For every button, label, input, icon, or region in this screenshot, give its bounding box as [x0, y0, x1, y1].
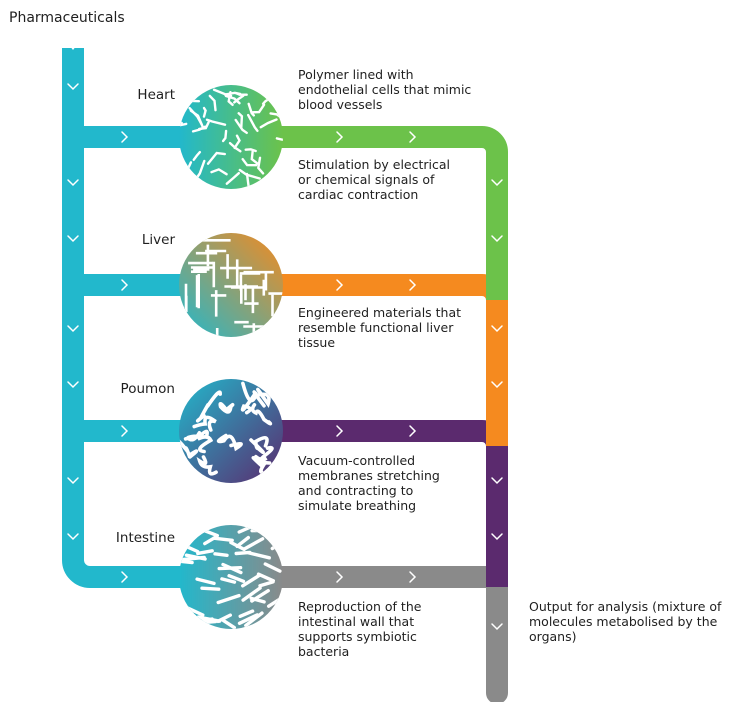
tube-strand [192, 415, 217, 432]
right-chevron [409, 425, 417, 437]
bacteria-rod [216, 593, 241, 605]
bacteria-rod [270, 540, 283, 551]
down-chevron [491, 235, 503, 243]
tube-strand [185, 429, 209, 442]
tube-strand [196, 455, 218, 476]
bacteria-rod [227, 574, 246, 583]
bacteria-rod [212, 536, 234, 542]
tube-strand [218, 402, 235, 414]
down-chevron [491, 477, 503, 485]
down-chevron [67, 381, 79, 389]
bacteria-rod [234, 550, 252, 556]
liver-description: Engineered materials that resemble funct… [298, 305, 462, 350]
tube-strand [216, 433, 243, 452]
bacteria-rod [213, 552, 229, 557]
bacteria-rod [217, 566, 243, 571]
bacteria-rod [240, 573, 262, 588]
down-chevron [491, 623, 503, 631]
down-chevron [491, 533, 503, 541]
down-chevron [67, 83, 79, 91]
bacteria-rod [258, 580, 275, 588]
liver-organ-disc [179, 233, 283, 337]
bacteria-rod [221, 618, 237, 629]
bacteria-rod [237, 613, 259, 625]
down-chevron [67, 533, 79, 541]
right-chevron [121, 571, 129, 583]
bacteria-rod [268, 525, 283, 536]
tube-strand [195, 390, 222, 423]
bacteria-rod [184, 553, 207, 561]
bacteria-rod [200, 586, 221, 591]
right-chevron [409, 131, 417, 143]
right-chevron [336, 425, 344, 437]
bacteria-rod [243, 537, 265, 551]
bacteria-rod [246, 551, 271, 560]
down-chevron [67, 179, 79, 187]
bacteria-rod [238, 609, 255, 618]
bacteria-rod [269, 531, 283, 541]
down-chevron [491, 179, 503, 187]
down-chevron [491, 325, 503, 333]
heart-description-bottom: Stimulation by electrical or chemical si… [298, 157, 451, 202]
down-chevron [67, 477, 79, 485]
intestine-description: Reproduction of the intestinal wall that… [298, 599, 422, 659]
bacteria-rod [241, 586, 262, 602]
tube-strand [250, 403, 273, 426]
bacteria-rod [196, 549, 214, 556]
bacteria-rod [179, 559, 194, 565]
down-chevron [491, 381, 503, 389]
bacteria-rod [263, 562, 282, 573]
tube-strand [254, 445, 274, 463]
diagram-title: Pharmaceuticals [9, 10, 125, 26]
organ-label-liver: Liver [141, 232, 175, 248]
right-chevron [121, 131, 129, 143]
tube-strand [249, 435, 269, 455]
organ-label-lung: Poumon [120, 381, 175, 397]
right-chevron [336, 571, 344, 583]
organ-label-heart: Heart [137, 87, 175, 103]
heart-channel [231, 126, 508, 300]
bacteria-rod [244, 611, 264, 628]
tube-strand [240, 390, 266, 415]
bacteria-rod [235, 535, 251, 548]
right-chevron [336, 131, 344, 143]
right-chevron [121, 425, 129, 437]
tube-strand [251, 456, 272, 474]
down-chevron [67, 325, 79, 333]
bacteria-rod [200, 619, 218, 625]
right-chevron [121, 279, 129, 291]
organ-label-intestine: Intestine [115, 530, 175, 546]
right-chevron [409, 279, 417, 291]
right-chevron [336, 279, 344, 291]
lung-tissue-texture [179, 381, 274, 476]
flow-chevrons [67, 83, 503, 631]
bacteria-rod [249, 596, 266, 604]
bacteria-rod [250, 528, 269, 533]
trunk-notch [62, 36, 84, 50]
bacteria-rod [270, 620, 283, 629]
heart-description-top: Polymer lined with endothelial cells tha… [298, 67, 472, 112]
bacteria-rod [220, 577, 237, 584]
lung-description: Vacuum-controlled membranes stretching a… [298, 453, 440, 513]
bacteria-rod [195, 577, 216, 586]
output-label: Output for analysis (mixture of molecule… [529, 599, 722, 644]
down-chevron [67, 235, 79, 243]
right-chevron [409, 571, 417, 583]
pharmaceuticals-trunk [62, 48, 231, 588]
